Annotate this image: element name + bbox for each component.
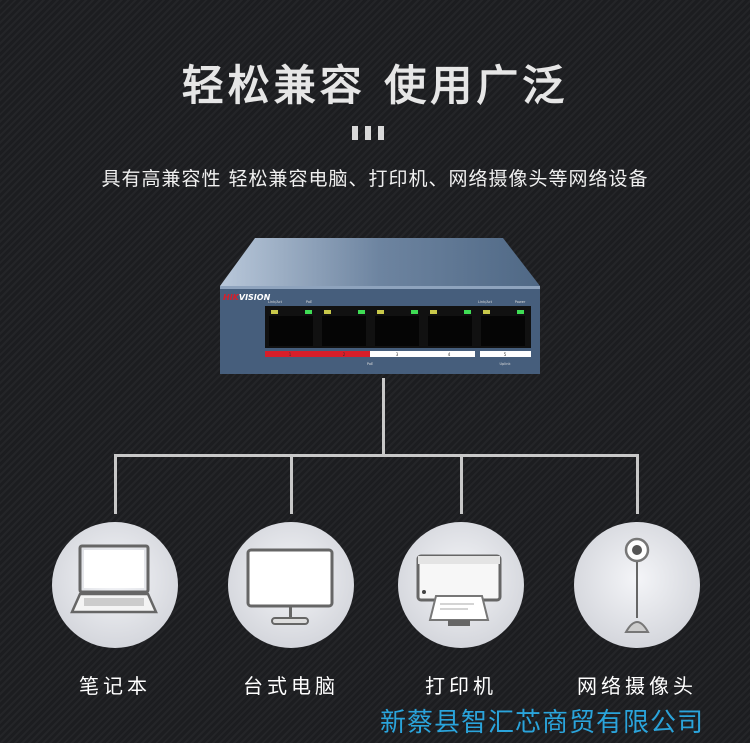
connector-line <box>114 454 117 514</box>
port-label: 1 <box>289 352 292 357</box>
laptop-icon <box>52 522 178 648</box>
poe-led <box>517 310 524 314</box>
rj45-port <box>428 316 472 346</box>
connector-line <box>114 454 639 457</box>
poe-led <box>411 310 418 314</box>
link-led <box>324 310 331 314</box>
webcam-icon <box>574 522 700 648</box>
brand-logo: HIKVISION <box>223 293 271 302</box>
poe-led <box>464 310 471 314</box>
rj45-port <box>481 316 525 346</box>
monitor-icon <box>228 522 354 648</box>
port-label: 5 <box>504 352 507 357</box>
group-label: PoE <box>367 362 373 366</box>
page-title: 轻松兼容 使用广泛 <box>181 61 569 110</box>
connector-line <box>636 454 639 514</box>
group-label: Uplink <box>500 362 512 366</box>
link-led <box>483 310 490 314</box>
poe-switch-image: HIKVISION 1 2 3 4 5 PoE Uplink Link/Act … <box>220 238 540 374</box>
rj45-port <box>269 316 313 346</box>
company-watermark: 新蔡县智汇芯商贸有限公司 <box>380 708 705 738</box>
port-label: 3 <box>396 352 399 357</box>
led-label: PoE <box>306 300 312 304</box>
port-label: 4 <box>448 352 451 357</box>
led-label: Link/Act <box>268 300 283 304</box>
title-divider <box>352 126 384 140</box>
link-led <box>430 310 437 314</box>
link-led <box>377 310 384 314</box>
printer-icon <box>398 522 524 648</box>
device-label-printer: 打印机 <box>425 674 497 698</box>
connector-line <box>290 454 293 514</box>
device-label-laptop: 笔记本 <box>79 674 151 698</box>
led-label: Link/Act <box>478 300 493 304</box>
port-label: 2 <box>343 352 346 357</box>
poe-led <box>305 310 312 314</box>
device-label-webcam: 网络摄像头 <box>577 674 697 698</box>
connector-line <box>382 378 385 456</box>
device-label-desktop: 台式电脑 <box>243 674 339 698</box>
connector-line <box>460 454 463 514</box>
led-label: Power <box>515 300 526 304</box>
poe-led <box>358 310 365 314</box>
rj45-port <box>375 316 419 346</box>
page-subtitle: 具有高兼容性 轻松兼容电脑、打印机、网络摄像头等网络设备 <box>101 168 649 190</box>
rj45-port <box>322 316 366 346</box>
link-led <box>271 310 278 314</box>
